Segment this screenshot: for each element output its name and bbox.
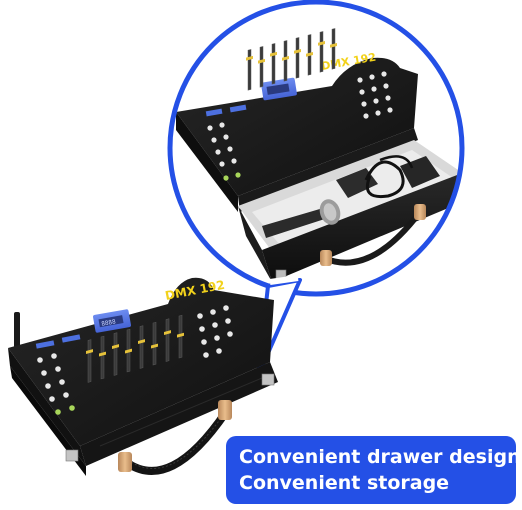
- drawer-handle: [320, 204, 426, 266]
- latch-left: [65, 449, 79, 462]
- caption-line-2: Convenient storage: [239, 472, 450, 494]
- handle-mount-right: [218, 400, 232, 420]
- antenna: [14, 312, 20, 352]
- latch-right: [261, 373, 275, 386]
- lcd-readout: 8888: [101, 318, 117, 327]
- microphone-icon: [262, 199, 341, 238]
- power-adapter-icon: [336, 155, 440, 199]
- caption-line-1: Convenient drawer design: [239, 446, 521, 468]
- zoom-console-front: [176, 112, 238, 212]
- console-front-face: [8, 348, 86, 466]
- console-case: 8888 DMX 192: [8, 278, 278, 476]
- carry-handle: [118, 400, 232, 475]
- callout-ring: [167, 0, 465, 297]
- handle-mount-left: [118, 452, 132, 472]
- caption-banner: Convenient drawer design Convenient stor…: [226, 436, 521, 504]
- zoom-open-drawer: [238, 140, 462, 282]
